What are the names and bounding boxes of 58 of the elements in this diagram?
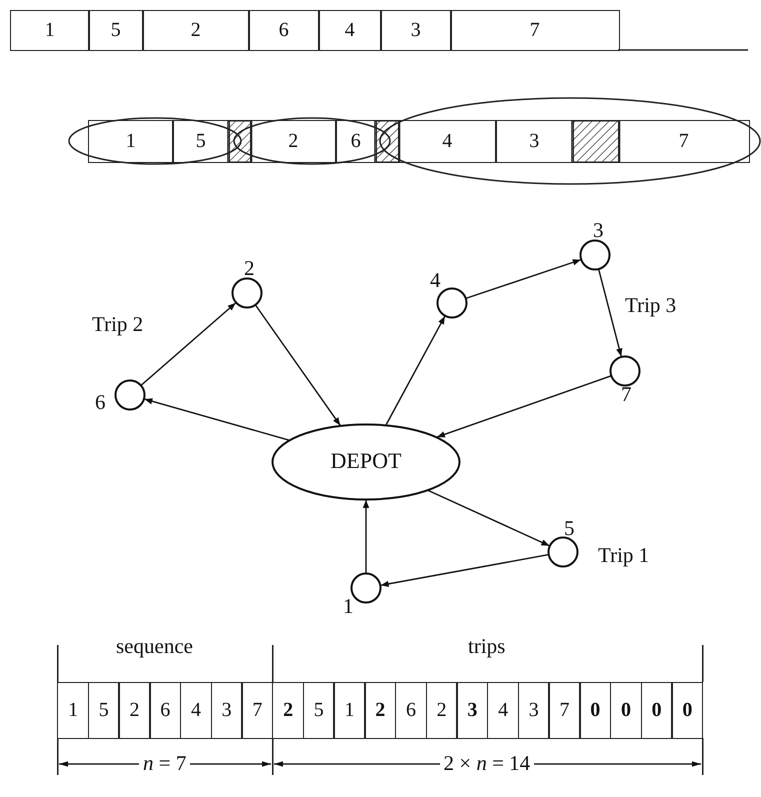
arrow: [380, 554, 548, 588]
arrow: [436, 375, 612, 438]
trip-cell: 4: [398, 120, 496, 163]
chromosome-cell: 0: [610, 682, 642, 739]
node-number: 3: [593, 218, 604, 243]
arrow: [466, 259, 581, 299]
chromosome-cell: 2: [426, 682, 458, 739]
sequence-cell: 1: [10, 10, 90, 51]
node-number: 6: [95, 390, 106, 415]
section-heading: sequence: [116, 634, 193, 659]
chromosome-cell: 7: [548, 682, 581, 739]
arrow: [140, 302, 236, 386]
chromosome-cell: 2: [364, 682, 396, 739]
chromosome-cell: 0: [579, 682, 612, 739]
sequence-cell: 5: [88, 10, 144, 51]
chromosome-cell: 5: [88, 682, 120, 739]
sequence-cell: 6: [248, 10, 320, 51]
chromosome-cell: 6: [394, 682, 428, 739]
arrow: [255, 304, 341, 426]
trip-cell: 7: [618, 120, 750, 163]
chromosome-cell: 3: [456, 682, 488, 739]
chromosome-cell: 3: [518, 682, 550, 739]
chromosome-cell: 7: [241, 682, 274, 739]
chromosome-cell: 4: [487, 682, 520, 739]
trip-cell: 6: [335, 120, 376, 163]
sequence-cell: 7: [450, 10, 620, 51]
chromosome-cell: 3: [210, 682, 243, 739]
node-number: 1: [343, 594, 354, 619]
arrow: [428, 490, 550, 546]
section-heading: trips: [468, 634, 506, 659]
node-number: 2: [244, 256, 254, 281]
node-number: 5: [564, 516, 574, 541]
chromosome-cell: 0: [640, 682, 673, 739]
trip-cell: 3: [495, 120, 574, 163]
node-label: DEPOT: [330, 448, 402, 474]
arrow: [144, 398, 290, 441]
chromosome-cell: 5: [302, 682, 335, 739]
arrow: [362, 500, 370, 573]
sequence-cell: 2: [142, 10, 250, 51]
arrow: [385, 316, 446, 426]
sequence-cell: 4: [318, 10, 382, 51]
sequence-cell: 3: [380, 10, 452, 51]
chromosome-cell: 6: [149, 682, 182, 739]
chromosome-cell: 2: [272, 682, 304, 739]
trip-label: Trip 1: [598, 543, 650, 568]
chromosome-cell: 2: [118, 682, 151, 739]
chromosome-cell: 1: [57, 682, 90, 739]
chromosome-cell: 1: [333, 682, 366, 739]
trip-label: Trip 2: [92, 312, 144, 337]
node-number: 4: [430, 268, 440, 293]
arrow: [598, 269, 622, 357]
chromosome-cell: 0: [671, 682, 704, 739]
node-number: 7: [621, 382, 632, 407]
chromosome-cell: 4: [180, 682, 212, 739]
trip-cell: 2: [250, 120, 336, 163]
trip-cell: 5: [172, 120, 230, 163]
trip-label: Trip 3: [625, 293, 676, 318]
trip-cell: 1: [88, 120, 174, 163]
